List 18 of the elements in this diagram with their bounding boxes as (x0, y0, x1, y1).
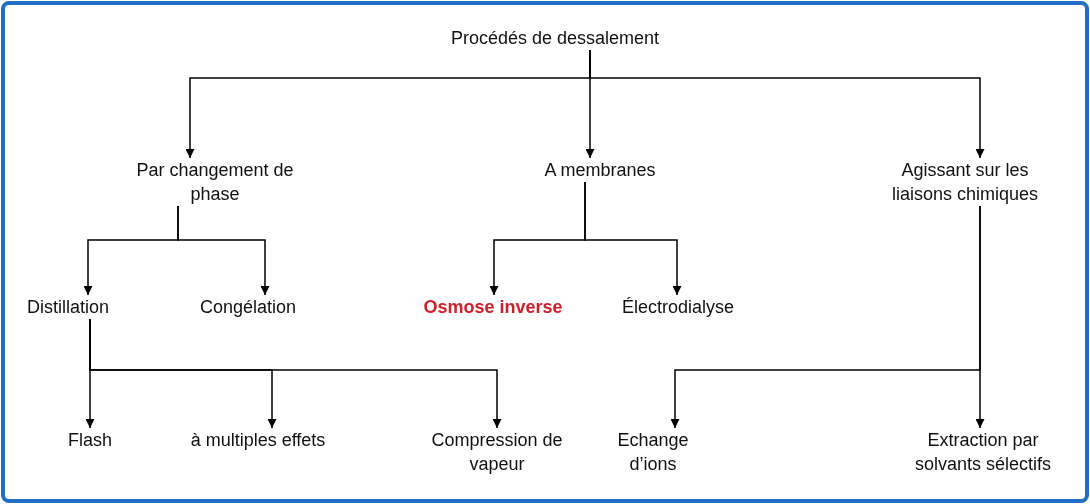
node-label: Compression de vapeur (430, 429, 564, 476)
node-label: Procédés de dessalement (450, 27, 660, 50)
arrow (177, 205, 270, 296)
node-label: à multiples effets (190, 429, 326, 452)
node-label: Agissant sur les liaisons chimiques (890, 159, 1040, 206)
node-label: Distillation (27, 296, 109, 319)
node-label: Osmose inverse (423, 296, 563, 319)
arrow (584, 181, 682, 296)
arrow (89, 318, 502, 429)
node-label: Echange d’ions (616, 429, 690, 476)
node-label: Électrodialyse (621, 296, 735, 319)
node-label: A membranes (544, 159, 656, 182)
arrow (589, 49, 985, 159)
arrow (975, 205, 985, 429)
node-label: Flash (68, 429, 112, 452)
node-label: Congélation (199, 296, 297, 319)
node-label: Par changement de phase (135, 159, 295, 206)
node-label: Extraction par solvants sélectifs (913, 429, 1053, 476)
